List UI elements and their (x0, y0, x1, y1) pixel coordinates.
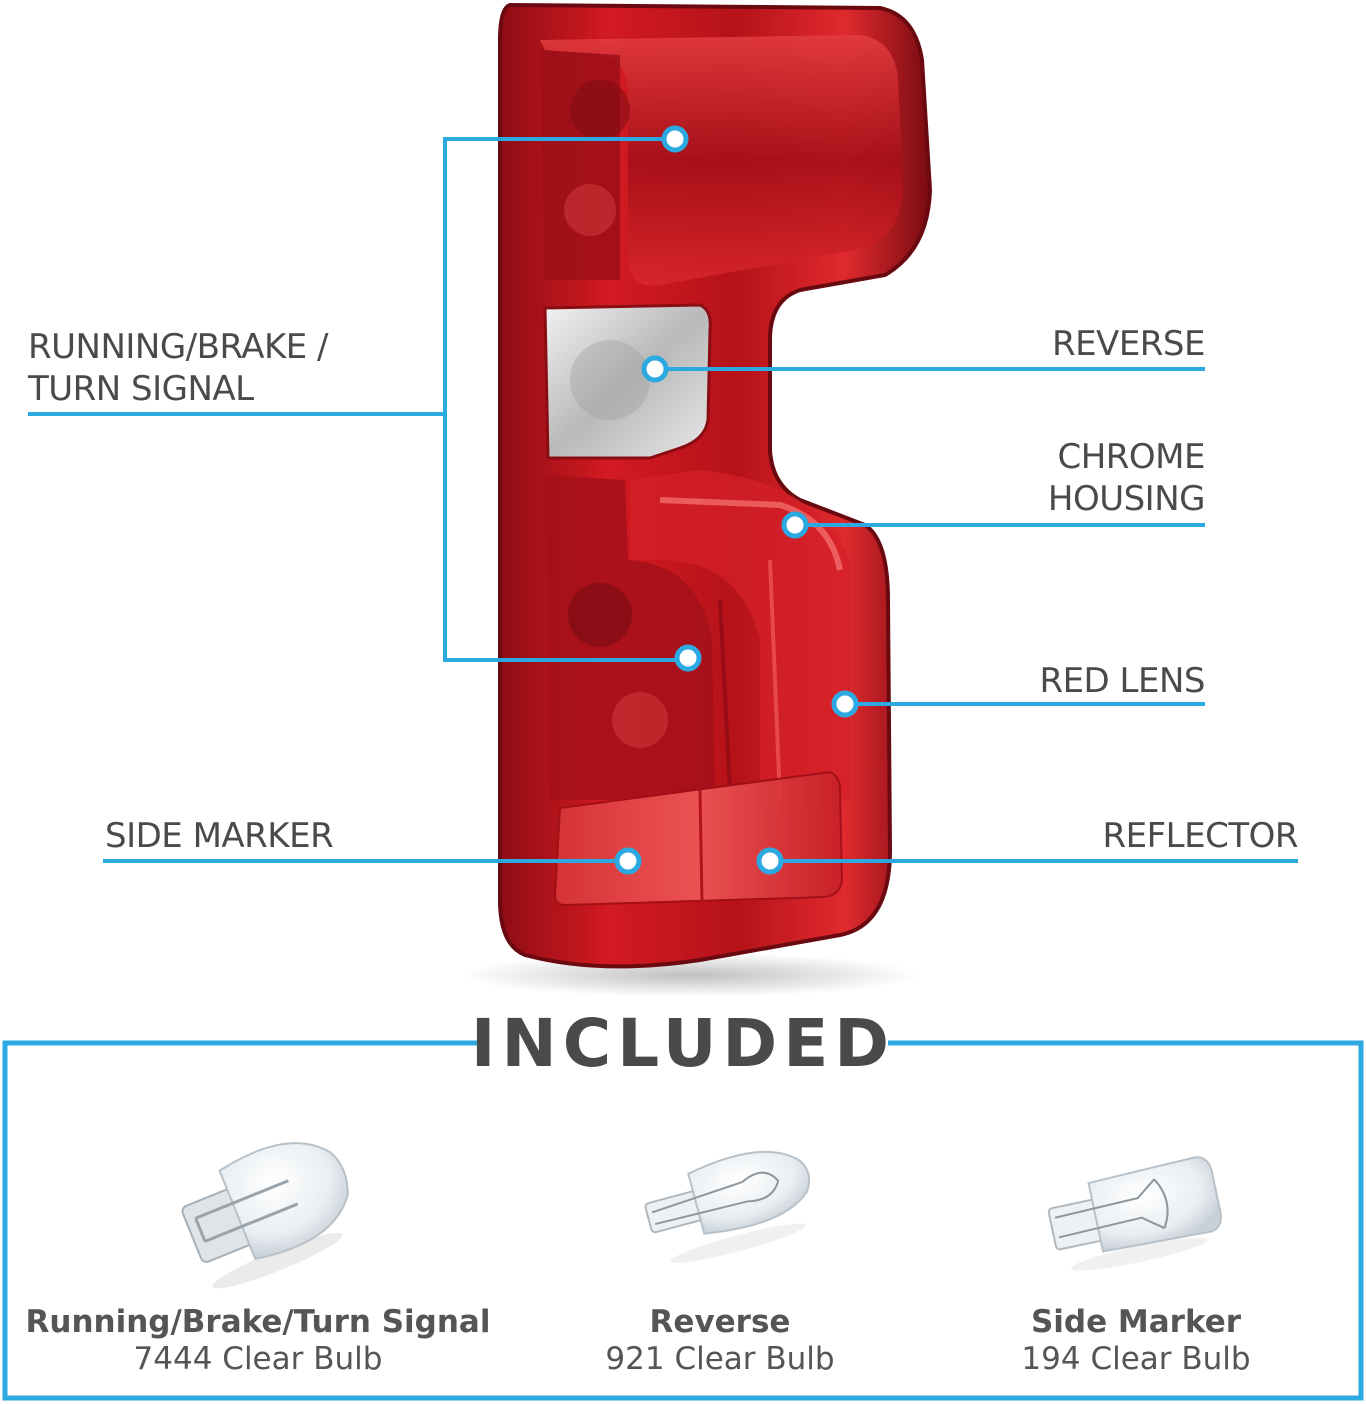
dot-red-lens (831, 690, 859, 718)
label-running-line2: TURN SIGNAL (27, 369, 254, 409)
label-running-line1: RUNNING/BRAKE / (28, 327, 329, 367)
reverse-clear-lens (543, 303, 712, 460)
included-frame (2, 1040, 1364, 1401)
bulb-spec-side-marker: 194 Clear Bulb (1021, 1341, 1250, 1377)
upper-lens-section (540, 35, 903, 286)
bulb-name-reverse: Reverse (650, 1304, 791, 1340)
dot-chrome-housing (781, 511, 809, 539)
dot-reflector (756, 847, 784, 875)
label-reverse: REVERSE (1052, 324, 1205, 364)
dot-running-upper (661, 125, 689, 153)
label-red-lens: RED LENS (1039, 661, 1205, 701)
chrome-housing-contour (630, 470, 850, 815)
label-side-marker: SIDE MARKER (105, 816, 333, 856)
bulb-spec-reverse: 921 Clear Bulb (605, 1341, 834, 1377)
dot-side-marker (614, 847, 642, 875)
included-heading: INCLUDED (471, 1005, 895, 1082)
callout-dots (614, 125, 859, 875)
bulb-spec-running: 7444 Clear Bulb (134, 1341, 383, 1377)
bulb-7444-icon (181, 1142, 349, 1289)
label-chrome-line1: CHROME (1057, 437, 1205, 477)
callout-lines (28, 137, 1298, 863)
bulb-921-icon (644, 1150, 810, 1263)
label-reflector: REFLECTOR (1103, 816, 1298, 856)
callout-labels: RUNNING/BRAKE / TURN SIGNAL REVERSE CHRO… (27, 324, 1299, 856)
bulb-name-side-marker: Side Marker (1031, 1304, 1242, 1340)
callout-bracket-running (443, 137, 688, 662)
lower-lens-section (545, 475, 715, 800)
included-box: INCLUDED (2, 1005, 1364, 1401)
bulb-194-icon (1047, 1156, 1222, 1271)
tail-light-illustration (460, 2, 933, 997)
label-chrome-line2: HOUSING (1048, 479, 1205, 519)
dot-reverse (641, 355, 669, 383)
dot-running-lower (674, 644, 702, 672)
bulb-name-running: Running/Brake/Turn Signal (26, 1304, 491, 1340)
